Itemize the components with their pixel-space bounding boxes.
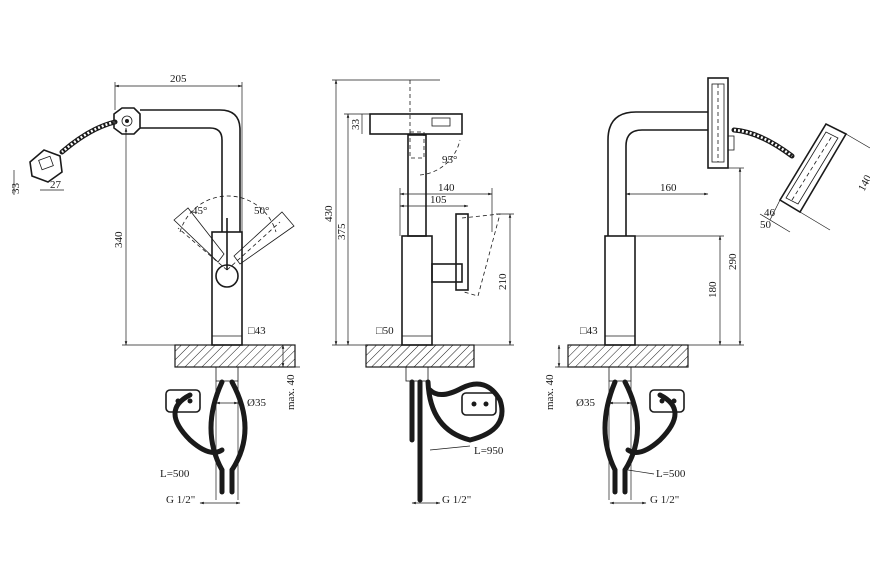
left-dim-205: 205 xyxy=(170,73,187,85)
middle-hose-length: L=950 xyxy=(474,445,504,457)
middle-thread: G 1/2" xyxy=(442,494,471,506)
left-dim-dia-35: Ø35 xyxy=(247,397,266,409)
left-head-27: 27 xyxy=(50,179,62,191)
middle-dim-140: 140 xyxy=(438,182,455,194)
middle-dim-210: 210 xyxy=(497,273,509,290)
left-countertop xyxy=(174,344,296,368)
left-lever-arc xyxy=(179,195,277,233)
middle-dim-105: 105 xyxy=(430,194,447,206)
right-docked-head xyxy=(707,77,729,169)
middle-angle-95: 95° xyxy=(442,154,457,166)
left-view: 205 340 45° 50° □43 33 27 Ø35 max. 40 L=… xyxy=(10,73,300,506)
left-lever-hub xyxy=(215,264,239,288)
right-dim-max-40: max. 40 xyxy=(544,374,556,410)
right-dim-290: 290 xyxy=(727,253,739,270)
middle-riser xyxy=(407,134,427,237)
middle-hose-weight xyxy=(461,392,497,416)
middle-countertop xyxy=(365,344,475,368)
right-spout-outer xyxy=(607,111,708,236)
left-thread: G 1/2" xyxy=(166,494,195,506)
right-head-50: 50 xyxy=(760,219,772,231)
left-pullout-hose xyxy=(59,119,118,155)
right-countertop xyxy=(567,344,689,368)
right-thread: G 1/2" xyxy=(650,494,679,506)
middle-shank xyxy=(405,366,429,382)
middle-dim-430: 430 xyxy=(323,205,335,222)
middle-head-33: 33 xyxy=(350,119,362,131)
left-dim-max-40: max. 40 xyxy=(285,374,297,410)
right-dim-square-43: □43 xyxy=(580,325,598,337)
right-view: 160 290 180 140 46 50 □43 Ø35 max. 40 L=… xyxy=(544,77,870,506)
left-dim-340: 340 xyxy=(113,231,125,248)
left-handshower-head xyxy=(29,149,63,183)
right-head-140: 140 xyxy=(856,173,870,194)
right-dim-dia-35: Ø35 xyxy=(576,397,595,409)
middle-lever xyxy=(431,263,463,283)
right-dim-160: 160 xyxy=(660,182,677,194)
middle-body xyxy=(401,235,433,346)
right-shank xyxy=(608,366,632,382)
left-spout-inner xyxy=(140,127,223,232)
left-hose-length: L=500 xyxy=(160,468,190,480)
middle-dim-375: 375 xyxy=(336,223,348,240)
middle-view: 430 375 33 95° 140 105 210 □50 L=950 G 1… xyxy=(323,79,514,506)
middle-spout-head xyxy=(369,113,463,135)
left-shank xyxy=(215,366,239,382)
left-mounting-bracket xyxy=(165,389,201,413)
left-spout-outer xyxy=(140,109,241,232)
middle-dim-square-50: □50 xyxy=(376,325,394,337)
right-spout-inner xyxy=(625,129,708,236)
left-angle-50: 50° xyxy=(254,205,269,217)
left-spout-connector xyxy=(113,107,141,135)
right-mounting-bracket xyxy=(649,389,685,413)
right-body xyxy=(604,235,636,346)
right-dim-180: 180 xyxy=(707,281,719,298)
right-hose-length: L=500 xyxy=(656,468,686,480)
right-head-46: 46 xyxy=(764,207,776,219)
left-angle-45: 45° xyxy=(192,205,207,217)
left-dim-square-43: □43 xyxy=(248,325,266,337)
left-head-33: 33 xyxy=(10,183,22,195)
